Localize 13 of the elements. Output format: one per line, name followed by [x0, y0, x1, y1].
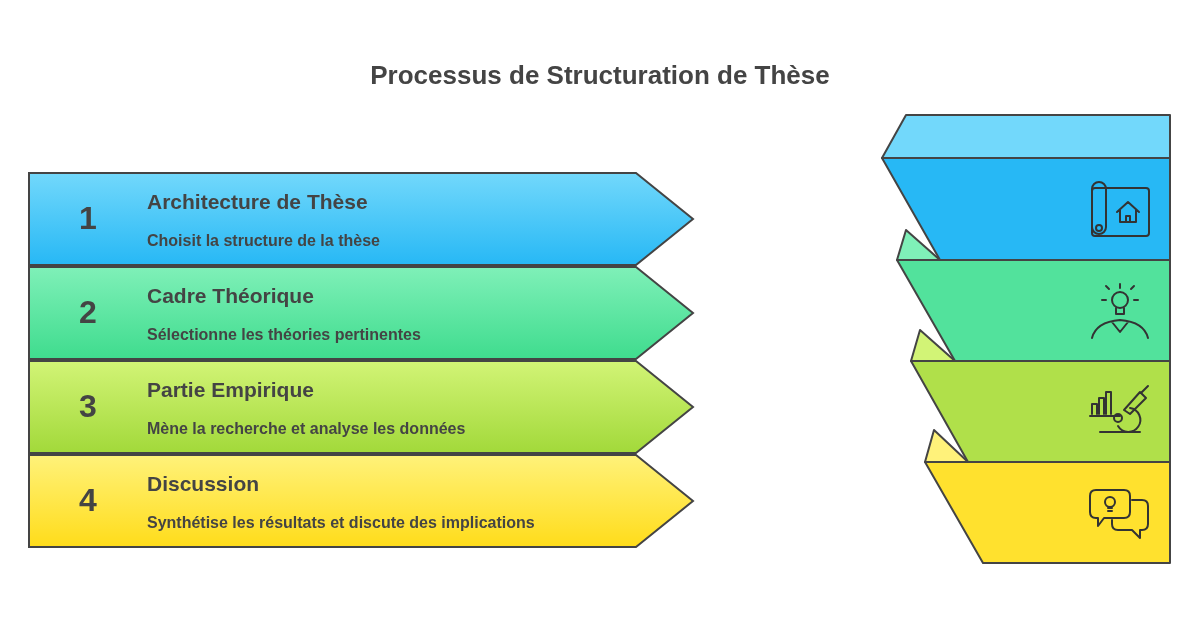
- step-description: Choisit la structure de la thèse: [147, 232, 380, 250]
- step-heading: Cadre Théorique: [147, 284, 314, 308]
- title: Processus de Structuration de Thèse: [369, 60, 831, 91]
- step-number: 3: [78, 388, 98, 425]
- step-heading: Discussion: [147, 472, 260, 496]
- step-heading: Architecture de Thèse: [147, 190, 368, 214]
- step-description: Sélectionne les théories pertinentes: [147, 326, 421, 344]
- step-number: 4: [78, 482, 98, 519]
- step-description: Mène la recherche et analyse les données: [147, 420, 466, 438]
- step-description: Synthétise les résultats et discute des implications: [147, 514, 535, 532]
- step-heading: Partie Empirique: [147, 378, 314, 402]
- step-number: 2: [78, 294, 98, 331]
- step-number: 1: [78, 200, 98, 237]
